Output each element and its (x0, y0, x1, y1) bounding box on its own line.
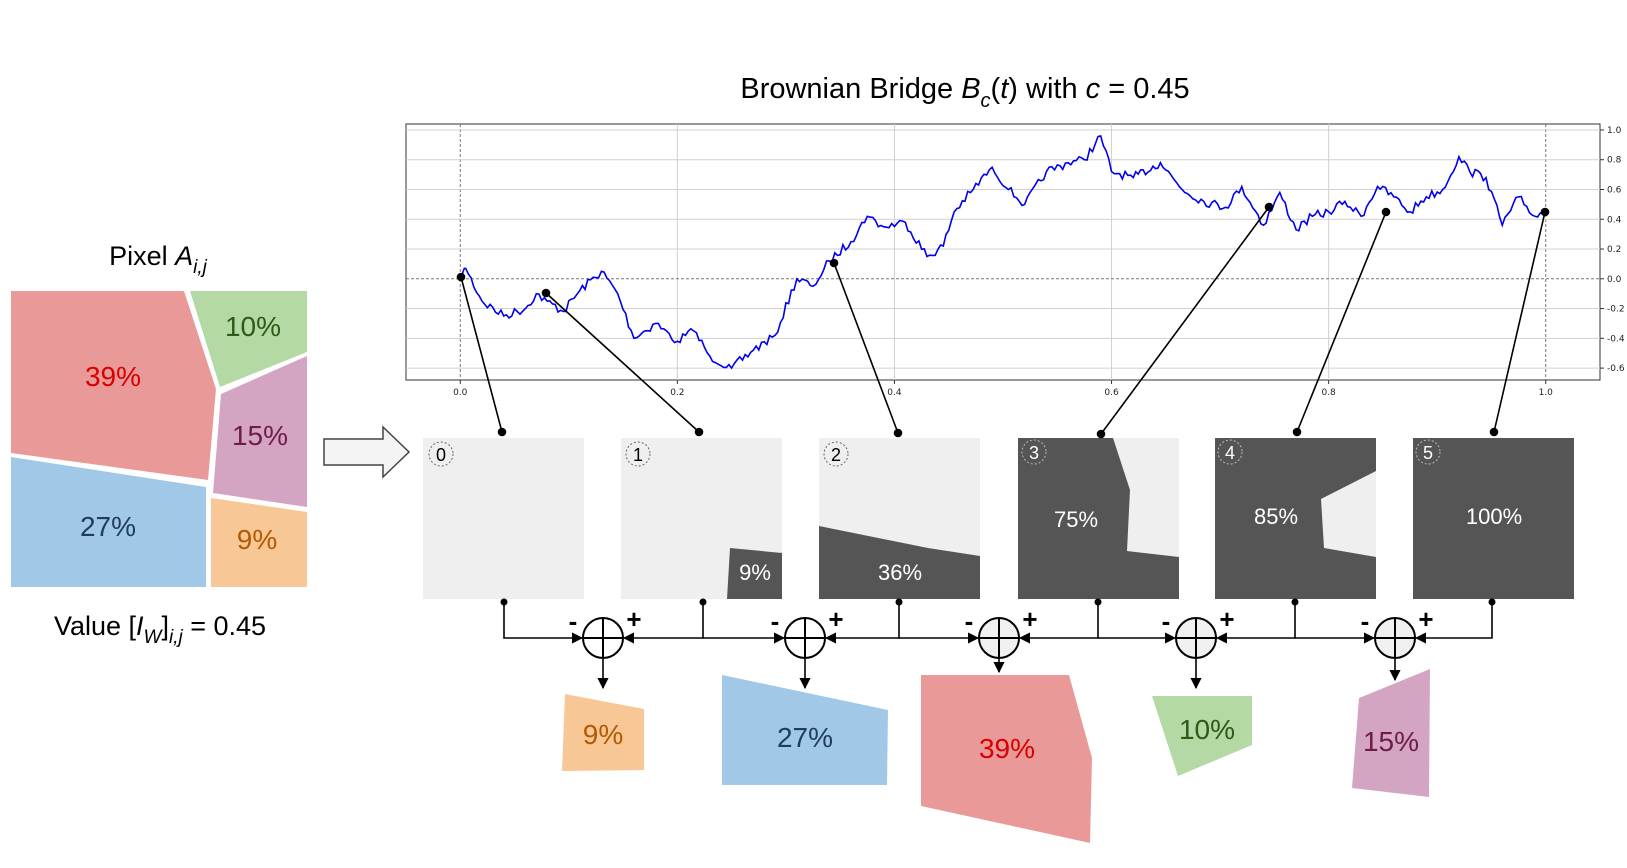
step-tile-1 (621, 438, 782, 599)
y-tick-label: 0.6 (1607, 185, 1622, 195)
transition-arrow-icon (323, 425, 411, 479)
y-axis: 1.0 0.8 0.6 0.4 0.2 0.0 -0.2 -0.4 -0.6 (1600, 126, 1625, 374)
step-index-4: 4 (1217, 439, 1243, 465)
region-red (11, 291, 216, 480)
coverage-label-1: 9% (739, 560, 771, 585)
y-tick-label: 0.4 (1607, 215, 1622, 225)
sum-node-2: - + (771, 604, 844, 659)
region-orange (211, 498, 307, 587)
svg-text:-: - (771, 606, 780, 636)
chart-title: Brownian Bridge Bc(t) with c = 0.45 (740, 73, 1189, 112)
region-orange-label: 9% (237, 524, 277, 555)
output-region-purple (1352, 669, 1430, 797)
step-index-2: 2 (823, 441, 849, 467)
x-tick-label: 0.8 (1321, 388, 1336, 398)
brownian-bridge-line (459, 134, 1547, 370)
svg-text:+: + (1022, 604, 1037, 634)
output-region-blue (722, 675, 888, 785)
region-purple (213, 356, 307, 507)
x-tick-label: 1.0 (1539, 388, 1554, 398)
step-tile-4 (1215, 438, 1376, 599)
junction-dots (500, 598, 1496, 606)
difference-network (503, 602, 1493, 690)
svg-text:0: 0 (436, 445, 446, 465)
svg-text:4: 4 (1225, 443, 1235, 463)
output-region-orange (562, 694, 644, 771)
region-blue (11, 457, 206, 587)
chart: 0.0 0.2 0.4 0.6 0.8 1.0 1.0 0.8 0.6 0.4 0.2 0.0 -0.… (405, 123, 1625, 398)
coverage-shape (1018, 438, 1179, 599)
y-tick-label: 0.2 (1607, 245, 1621, 255)
x-tick-label: 0.0 (453, 388, 468, 398)
svg-text:-: - (965, 606, 974, 636)
svg-text:-: - (569, 606, 578, 636)
sum-node-5: - + (1361, 604, 1434, 659)
y-tick-label: -0.2 (1607, 305, 1625, 315)
svg-text:+: + (1418, 604, 1433, 634)
coverage-label-2: 36% (878, 560, 922, 585)
coverage-shape (819, 526, 980, 599)
coverage-shape (727, 548, 782, 599)
y-tick-label: -0.6 (1607, 364, 1625, 374)
step-tile-2 (819, 438, 980, 599)
plot-frame (405, 123, 1601, 381)
sample-connectors (456, 202, 1550, 439)
step-index-0: 0 (428, 441, 454, 467)
region-green-label: 10% (225, 311, 281, 342)
grid (406, 124, 1600, 380)
region-blue-label: 27% (80, 511, 136, 542)
y-tick-label: 0.8 (1607, 156, 1622, 166)
output-region-green (1152, 696, 1252, 776)
sum-node-1: - + (569, 604, 642, 659)
value-label: Value [IW]i,j = 0.45 (54, 611, 266, 648)
step-index-5: 5 (1415, 439, 1441, 465)
coverage-shape (1215, 438, 1376, 599)
y-tick-label: 1.0 (1607, 126, 1622, 136)
svg-text:-: - (1361, 606, 1370, 636)
svg-text:+: + (626, 604, 641, 634)
output-label-purple: 15% (1363, 726, 1419, 757)
output-label-blue: 27% (777, 722, 833, 753)
svg-text:3: 3 (1029, 443, 1039, 463)
sum-node-3: - + (965, 604, 1038, 659)
sum-node-4: - + (1162, 604, 1235, 659)
step-tile-0 (423, 438, 584, 599)
y-tick-label: 0.0 (1607, 275, 1622, 285)
region-red-label: 39% (85, 361, 141, 392)
region-purple-label: 15% (232, 420, 288, 451)
coverage-label-5: 100% (1466, 504, 1522, 529)
output-label-red: 39% (979, 733, 1035, 764)
coverage-label-3: 75% (1054, 507, 1098, 532)
pixel-partition: 39% 10% 15% 27% 9% (11, 291, 307, 587)
pixel-label: Pixel Ai,j (109, 241, 208, 278)
step-index-3: 3 (1021, 439, 1047, 465)
y-tick-label: -0.4 (1607, 334, 1625, 344)
output-label-orange: 9% (583, 719, 623, 750)
svg-text:+: + (828, 604, 843, 634)
region-green (190, 291, 307, 387)
step-tile-5 (1413, 438, 1574, 599)
x-tick-label: 0.4 (887, 388, 902, 398)
svg-text:2: 2 (831, 445, 841, 465)
step-tile-3 (1018, 438, 1179, 599)
x-tick-label: 0.6 (1104, 388, 1119, 398)
svg-text:1: 1 (633, 445, 643, 465)
svg-text:-: - (1162, 606, 1171, 636)
x-axis: 0.0 0.2 0.4 0.6 0.8 1.0 (453, 380, 1553, 398)
step-index-1: 1 (625, 441, 651, 467)
x-tick-label: 0.2 (670, 388, 684, 398)
coverage-label-4: 85% (1254, 504, 1298, 529)
svg-text:5: 5 (1423, 443, 1433, 463)
output-region-red (921, 675, 1092, 843)
output-label-green: 10% (1179, 714, 1235, 745)
svg-text:+: + (1219, 604, 1234, 634)
